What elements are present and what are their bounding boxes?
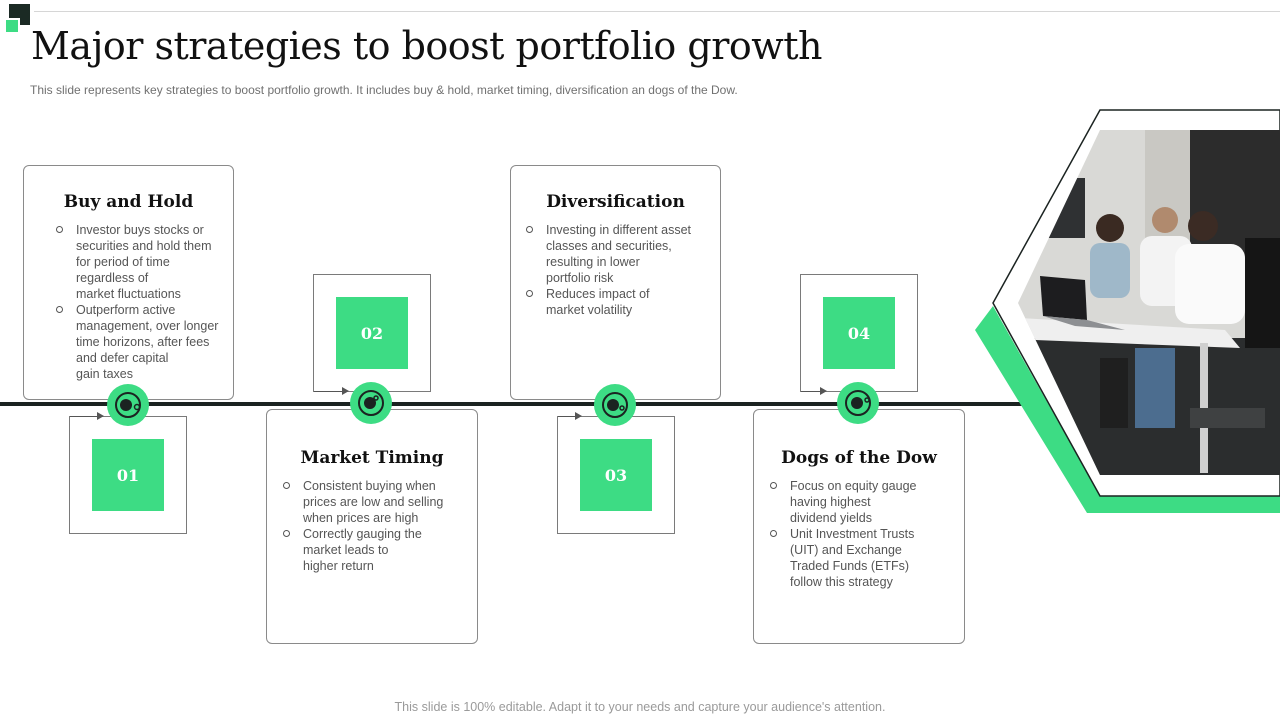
step-number-badge: 01: [92, 439, 164, 511]
timeline-node-4: [837, 382, 879, 424]
arrow-right-icon: [97, 412, 104, 420]
timeline-node-1: [107, 384, 149, 426]
strategy-card-buy-and-hold: Buy and Hold Investor buys stocks or sec…: [23, 165, 234, 400]
target-icon: [845, 390, 871, 416]
circle-bullet-icon: [283, 530, 290, 537]
circle-bullet-icon: [526, 226, 533, 233]
circle-bullet-icon: [56, 226, 63, 233]
bullet-text: Correctly gauging the market leads to hi…: [303, 527, 422, 573]
corner-decoration-green: [4, 18, 20, 34]
bullet-text: Investor buys stocks or securities and h…: [76, 223, 212, 301]
number-frame: 04: [800, 274, 918, 392]
connector-arrow-line: [558, 416, 576, 417]
timeline-bar: [0, 402, 1040, 406]
strategy-bullet: Unit Investment Trusts (UIT) and Exchang…: [770, 526, 964, 590]
bullet-text: Focus on equity gauge having highest div…: [790, 479, 917, 525]
top-divider: [34, 11, 1280, 12]
strategy-title: Dogs of the Dow: [781, 448, 937, 468]
meeting-photo: [975, 109, 1280, 513]
number-frame: 02: [313, 274, 431, 392]
bullet-text: Investing in different asset classes and…: [546, 223, 691, 285]
strategy-card-dogs-of-the-dow: Dogs of the Dow Focus on equity gauge ha…: [753, 409, 965, 644]
bullet-text: Unit Investment Trusts (UIT) and Exchang…: [790, 527, 915, 589]
timeline-node-3: [594, 384, 636, 426]
number-frame: 03: [557, 416, 675, 534]
circle-bullet-icon: [770, 530, 777, 537]
strategy-title: Buy and Hold: [63, 192, 194, 212]
bullet-text: Outperform active management, over longe…: [76, 303, 219, 381]
arrow-right-icon: [575, 412, 582, 420]
target-icon: [602, 392, 628, 418]
target-icon: [358, 390, 384, 416]
page-subtitle: This slide represents key strategies to …: [30, 83, 738, 97]
circle-bullet-icon: [770, 482, 777, 489]
arrow-right-icon: [342, 387, 349, 395]
strategy-bullet: Consistent buying when prices are low an…: [283, 478, 477, 526]
circle-bullet-icon: [283, 482, 290, 489]
strategy-bullet: Correctly gauging the market leads to hi…: [283, 526, 477, 574]
circle-bullet-icon: [526, 290, 533, 297]
circle-bullet-icon: [56, 306, 63, 313]
strategy-bullet: Investing in different asset classes and…: [526, 222, 720, 286]
strategy-bullet-list: Investing in different asset classes and…: [511, 222, 720, 318]
strategy-title: Diversification: [546, 192, 685, 212]
strategy-card-market-timing: Market Timing Consistent buying when pri…: [266, 409, 478, 644]
connector-arrow-line: [801, 391, 821, 392]
footer-note: This slide is 100% editable. Adapt it to…: [394, 700, 886, 714]
strategy-bullet-list: Consistent buying when prices are low an…: [267, 478, 477, 574]
strategy-bullet-list: Focus on equity gauge having highest div…: [754, 478, 964, 590]
strategy-bullet-list: Investor buys stocks or securities and h…: [24, 222, 233, 382]
step-number-badge: 04: [823, 297, 895, 369]
timeline-node-2: [350, 382, 392, 424]
strategy-card-diversification: Diversification Investing in different a…: [510, 165, 721, 400]
strategy-bullet: Outperform active management, over longe…: [56, 302, 233, 382]
number-frame: 01: [69, 416, 187, 534]
connector-arrow-line: [70, 416, 100, 417]
target-icon: [115, 392, 141, 418]
bullet-text: Consistent buying when prices are low an…: [303, 479, 444, 525]
step-number-badge: 03: [580, 439, 652, 511]
strategy-bullet: Focus on equity gauge having highest div…: [770, 478, 964, 526]
page-title: Major strategies to boost portfolio grow…: [31, 24, 823, 68]
hexagon-photo-frame: [975, 108, 1280, 518]
step-number-badge: 02: [336, 297, 408, 369]
strategy-bullet: Reduces impact of market volatility: [526, 286, 720, 318]
arrow-right-icon: [820, 387, 827, 395]
connector-arrow-line: [314, 391, 344, 392]
bullet-text: Reduces impact of market volatility: [546, 287, 650, 317]
strategy-title: Market Timing: [300, 448, 444, 468]
strategy-bullet: Investor buys stocks or securities and h…: [56, 222, 233, 302]
